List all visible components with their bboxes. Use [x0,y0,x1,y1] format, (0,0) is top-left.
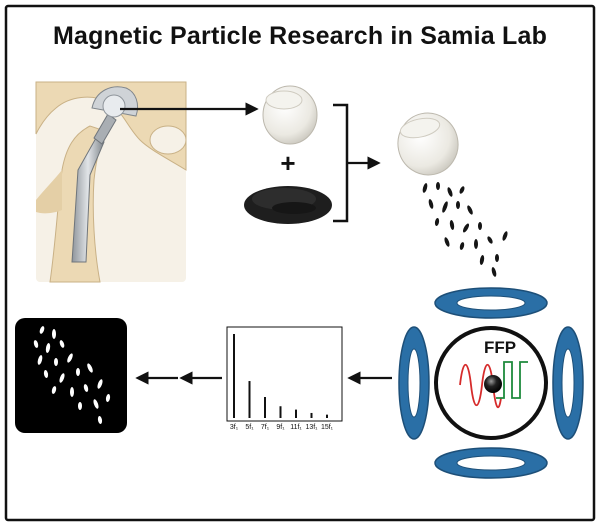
outer-frame [4,4,596,522]
spectrum-tick-label: 15f₁ [320,424,334,431]
ffp-label: FFP [483,338,517,357]
diagram-title: Magnetic Particle Research in Samia Lab [52,22,548,50]
femoral-head [102,94,126,118]
mpi-scanner [398,287,584,479]
spectrum-tick-label: 13f₁ [305,424,318,431]
excitation-sine-wave [459,363,502,409]
plus-sign: + [280,148,296,178]
combine-bracket [333,103,349,223]
hip-implant-illustration [35,81,187,283]
magnetic-powder [244,186,332,224]
polymer-liner [262,85,318,145]
harmonic-spectrum [226,326,343,422]
coil-right-hole [561,348,575,418]
reconstructed-image [15,318,127,433]
composite-liner [397,112,459,176]
reconstructed-particles [33,326,111,424]
response-square-wave [496,361,528,399]
wear-debris-particles [422,182,508,277]
implant-stem [71,137,105,263]
obturator-opening [149,125,187,155]
spectrum-tick-label: 5f₁ [245,424,254,431]
spectrum-tick-label: 7f₁ [260,424,270,431]
spectrum-tick-label: 3f₁ [229,424,239,431]
reconstruction-background [15,318,127,433]
coil-top-hole [456,295,526,311]
spectrum-tick-label: 9f₁ [276,424,285,431]
coil-left-hole [407,348,421,418]
coil-bottom-hole [456,455,526,471]
spectrum-frame [226,326,343,422]
greater-trochanter [36,170,62,214]
spectrum-tick-label: 11f₁ [290,424,302,431]
implant-neck [93,113,117,145]
magnetic-particle [484,375,502,393]
